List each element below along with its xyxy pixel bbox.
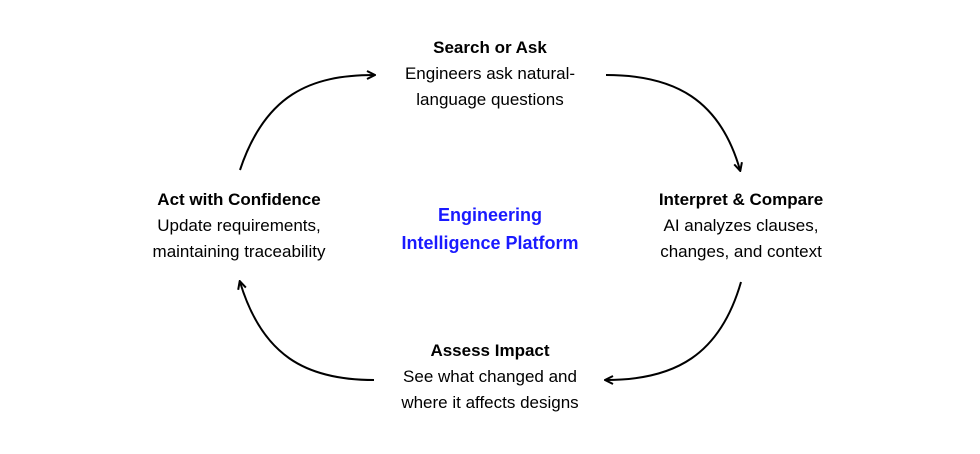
node-assess-impact: Assess Impact See what changed and where… bbox=[350, 338, 630, 416]
node-act-with-confidence: Act with Confidence Update requirements,… bbox=[99, 187, 379, 265]
center-label: Engineering Intelligence Platform bbox=[340, 201, 640, 257]
arrow-left-to-top bbox=[239, 75, 374, 171]
node-desc-line: Update requirements, bbox=[157, 216, 321, 235]
node-desc-line: maintaining traceability bbox=[152, 242, 326, 261]
arrow-bottom-to-left bbox=[240, 282, 375, 381]
node-desc-line: AI analyzes clauses, bbox=[663, 216, 819, 235]
node-title: Assess Impact bbox=[430, 341, 550, 360]
node-desc-line: Engineers ask natural- bbox=[404, 64, 576, 83]
node-desc-line: language questions bbox=[416, 90, 564, 109]
node-title: Interpret & Compare bbox=[658, 190, 824, 209]
arrow-top-to-right bbox=[605, 74, 740, 170]
arrow-right-to-bottom bbox=[606, 281, 742, 380]
node-title: Act with Confidence bbox=[157, 190, 321, 209]
node-interpret-compare: Interpret & Compare AI analyzes clauses,… bbox=[601, 187, 881, 265]
node-title: Search or Ask bbox=[433, 38, 547, 57]
node-desc-line: See what changed and bbox=[403, 367, 577, 386]
node-desc-line: changes, and context bbox=[660, 242, 822, 261]
node-search-or-ask: Search or Ask Engineers ask natural- lan… bbox=[350, 35, 630, 113]
center-line-1: Engineering bbox=[437, 205, 542, 225]
center-line-2: Intelligence Platform bbox=[401, 233, 579, 253]
node-desc-line: where it affects designs bbox=[401, 393, 579, 412]
